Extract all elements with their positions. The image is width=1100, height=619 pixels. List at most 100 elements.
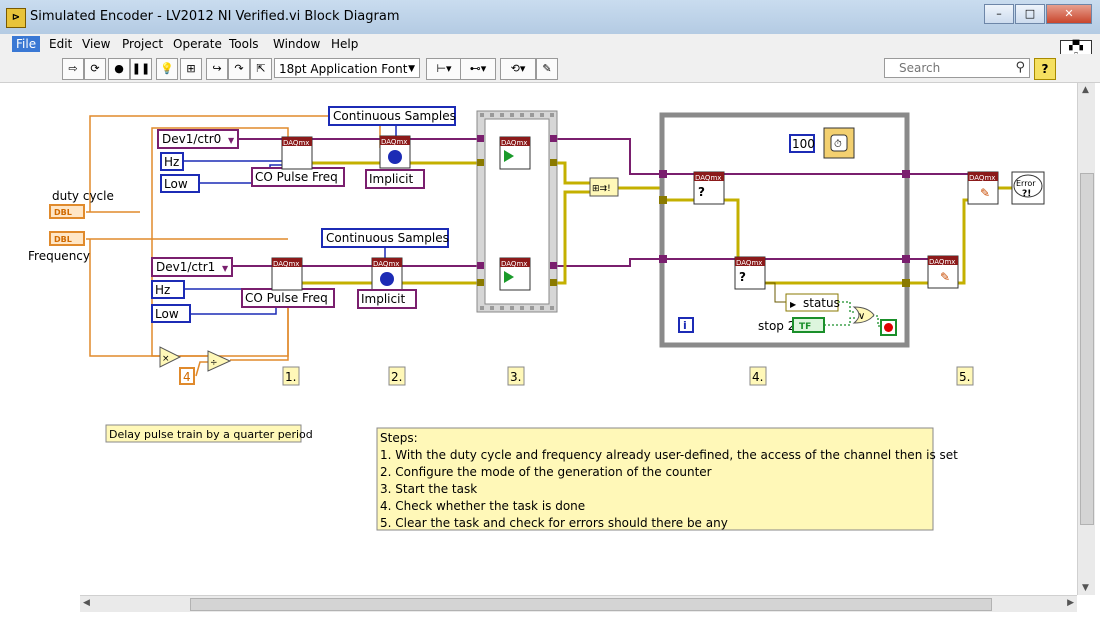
channel-a-sample-mode[interactable]: Continuous Samples <box>328 106 456 126</box>
chevron-down-icon: ▼ <box>228 136 235 145</box>
font-select[interactable]: 18pt Application Font ▼ <box>274 58 420 78</box>
or-node[interactable]: ∨ <box>852 306 875 324</box>
question-icon: ? <box>698 185 705 199</box>
frequency-control[interactable]: DBL <box>49 231 85 246</box>
close-button[interactable]: ✕ <box>1046 4 1092 24</box>
search-box[interactable]: ⚲ <box>884 58 1030 78</box>
menu-project[interactable]: Project <box>122 37 164 51</box>
duty-cycle-control[interactable]: DBL <box>49 204 85 219</box>
channel-a-name: Dev1/ctr0 <box>162 132 221 146</box>
channel-b-constant[interactable]: Dev1/ctr1 ▼ <box>151 257 233 277</box>
menu-help[interactable]: Help <box>331 37 359 51</box>
highlight-execution-icon[interactable]: 💡 <box>156 58 178 80</box>
daqmx-start-task-a[interactable]: DAQmx <box>499 136 531 170</box>
menu-file[interactable]: File <box>12 36 41 52</box>
search-input[interactable] <box>899 60 1009 76</box>
horizontal-scrollbar[interactable]: ◀ ▶ <box>80 595 1077 612</box>
daqmx-clear-task-b[interactable]: DAQmx ✎ <box>927 255 959 289</box>
daqmx-clear-task-a[interactable]: DAQmx ✎ <box>967 171 999 205</box>
step-into-icon[interactable]: ↪ <box>206 58 228 80</box>
constant-four-value: 4 <box>183 370 191 384</box>
minimize-button[interactable]: – <box>984 4 1014 24</box>
search-icon[interactable]: ⚲ <box>1015 60 1025 75</box>
menu-window[interactable]: Window <box>273 37 321 51</box>
channel-b-units-value: Hz <box>155 283 170 297</box>
svg-text:×: × <box>162 354 170 364</box>
run-arrow-icon[interactable]: ⇨ <box>62 58 84 80</box>
menu-view[interactable]: View <box>82 37 111 51</box>
channel-b-idle-state[interactable]: Low <box>151 304 191 323</box>
daqmx-create-channel-b[interactable]: DAQmx <box>271 257 303 291</box>
vertical-scrollbar[interactable]: ▲ ▼ <box>1077 83 1095 595</box>
step-labels: 1. 2. 3. 4. 5. <box>282 366 974 386</box>
duty-cycle-label: duty cycle <box>52 189 114 203</box>
daqmx-start-task-b[interactable]: DAQmx <box>499 257 531 291</box>
channel-b-sample-mode-value: Continuous Samples <box>326 231 449 245</box>
daqmx-is-done-b[interactable]: DAQmx ? <box>734 256 766 290</box>
steps-note[interactable]: Steps: 1. With the duty cycle and freque… <box>376 427 958 531</box>
stop-control[interactable]: TF <box>792 317 825 333</box>
loop-iteration-terminal: i <box>678 317 694 333</box>
delay-note[interactable]: Delay pulse train by a quarter period <box>105 424 313 443</box>
while-loop[interactable] <box>659 112 910 348</box>
align-objects-icon[interactable]: ⊢▾ <box>426 58 462 80</box>
menu-edit[interactable]: Edit <box>49 37 73 51</box>
channel-b-sample-mode[interactable]: Continuous Samples <box>321 228 449 248</box>
daqmx-create-channel-a[interactable]: DAQmx <box>281 136 313 170</box>
simple-error-handler[interactable]: Error ?! <box>1011 171 1045 205</box>
step-4-text: 4. Check whether the task is done <box>380 499 585 513</box>
or-symbol: ∨ <box>858 311 865 322</box>
menu-operate[interactable]: Operate <box>173 37 222 51</box>
daqmx-label: DAQmx <box>283 139 309 147</box>
channel-b-timing[interactable]: Implicit <box>357 289 417 309</box>
wait-ms-node[interactable]: ⏱ <box>823 127 855 159</box>
toolbar: ⇨ ⟳ ● ❚❚ 💡 ⊞ ↪ ↷ ⇱ 18pt Application Font… <box>0 54 1100 83</box>
scroll-left-icon[interactable]: ◀ <box>83 598 90 608</box>
daqmx-timing-b[interactable]: DAQmx <box>371 257 403 291</box>
stop-terminal[interactable] <box>880 319 897 336</box>
stop-label: stop 2 <box>758 319 795 333</box>
step-label-5: 5. <box>959 370 970 384</box>
reorder-icon[interactable]: ⟲▾ <box>500 58 536 80</box>
distribute-objects-icon[interactable]: ⊷▾ <box>460 58 496 80</box>
chevron-down-icon: ▼ <box>222 264 229 273</box>
status-unbundle[interactable]: ▶ status <box>785 293 840 312</box>
vertical-scroll-thumb[interactable] <box>1080 173 1094 525</box>
run-continuously-icon[interactable]: ⟳ <box>84 58 106 80</box>
question-icon: ? <box>739 270 746 284</box>
channel-a-mode[interactable]: CO Pulse Freq <box>251 167 345 187</box>
step-1-text: 1. With the duty cycle and frequency alr… <box>380 448 958 462</box>
retain-wire-values-icon[interactable]: ⊞ <box>180 58 202 80</box>
step-out-icon[interactable]: ⇱ <box>250 58 272 80</box>
channel-b-units[interactable]: Hz <box>151 280 185 299</box>
channel-a-constant[interactable]: Dev1/ctr0 ▼ <box>157 129 239 149</box>
channel-a-units[interactable]: Hz <box>160 152 184 171</box>
multiply-node[interactable]: × <box>159 346 182 368</box>
scroll-down-icon[interactable]: ▼ <box>1082 583 1089 593</box>
abort-icon[interactable]: ● <box>108 58 130 80</box>
menu-tools[interactable]: Tools <box>229 37 259 51</box>
error-label: Error <box>1016 179 1036 188</box>
wait-ms-constant[interactable]: 100 <box>789 134 815 153</box>
daqmx-is-done-a[interactable]: DAQmx ? <box>693 171 725 205</box>
cleanup-diagram-icon[interactable]: ✎ <box>536 58 558 80</box>
channel-b-mode[interactable]: CO Pulse Freq <box>241 288 335 308</box>
film-strip-holes <box>480 113 554 310</box>
step-over-icon[interactable]: ↷ <box>228 58 250 80</box>
constant-four[interactable]: 4 <box>179 367 195 385</box>
scroll-up-icon[interactable]: ▲ <box>1082 85 1089 95</box>
svg-text:÷: ÷ <box>210 358 218 368</box>
daqmx-timing-a[interactable]: DAQmx <box>379 135 411 169</box>
channel-a-timing[interactable]: Implicit <box>365 169 425 189</box>
pause-icon[interactable]: ❚❚ <box>130 58 152 80</box>
context-help-icon[interactable]: ? <box>1034 58 1056 80</box>
horizontal-scroll-thumb[interactable] <box>190 598 992 611</box>
merge-errors-node[interactable]: ⊞⇉! <box>589 177 619 197</box>
block-diagram[interactable]: duty cycle DBL Frequency DBL Dev1/ctr0 ▼… <box>0 83 1077 595</box>
scroll-right-icon[interactable]: ▶ <box>1067 598 1074 608</box>
divide-node[interactable]: ÷ <box>207 350 232 372</box>
channel-a-idle-state[interactable]: Low <box>160 174 200 193</box>
labview-app-icon: ⊳ <box>6 8 26 28</box>
maximize-button[interactable]: □ <box>1015 4 1045 24</box>
channel-b-mode-value: CO Pulse Freq <box>245 291 328 305</box>
